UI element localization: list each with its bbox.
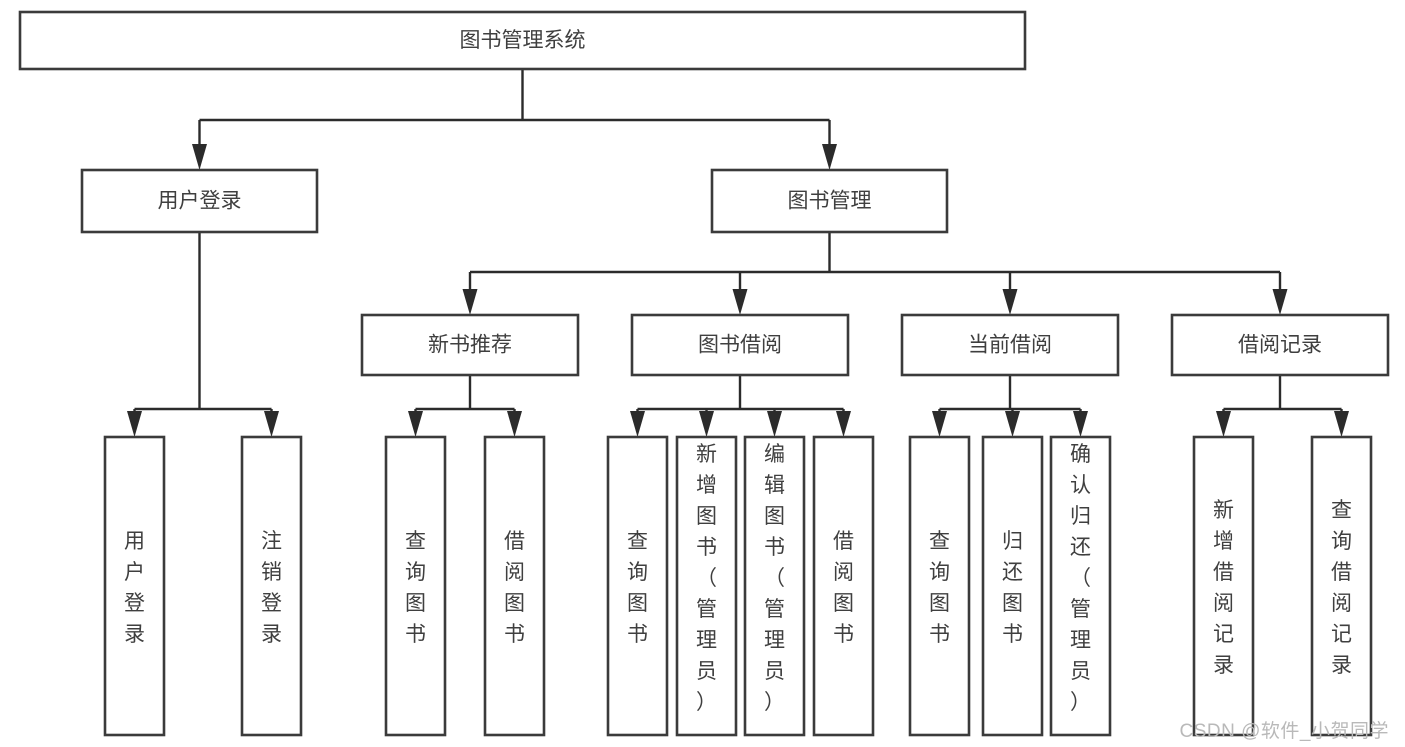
node-leaf-query-book-current[interactable]: 查询图书 — [908, 435, 971, 737]
node-label-root: 图书管理系统 — [460, 29, 586, 52]
node-leaf-edit-book[interactable]: 编辑图书（管理员） — [743, 435, 806, 737]
node-box-leaf-query-book-borrow[interactable] — [606, 435, 669, 737]
connector-arrowhead — [822, 144, 837, 170]
connector-group-current-borrow — [932, 375, 1088, 437]
connector-arrowhead — [732, 289, 748, 315]
node-label-leaf-add-borrow-record: 新增借阅记录 — [1213, 499, 1234, 677]
node-label-user-login: 用户登录 — [158, 190, 242, 213]
node-label-leaf-query-book-recommend: 查询图书 — [405, 530, 426, 646]
node-leaf-confirm-return[interactable]: 确认归还（管理员） — [1049, 435, 1112, 737]
node-box-current-borrow[interactable] — [900, 313, 1120, 377]
node-book-manage[interactable]: 图书管理 — [710, 168, 949, 234]
node-box-leaf-logout[interactable] — [240, 435, 303, 737]
node-label-leaf-confirm-return: 确认归还（管理员） — [1070, 443, 1091, 714]
node-box-leaf-query-book-recommend[interactable] — [384, 435, 447, 737]
connector-group-book-borrow — [630, 375, 851, 437]
connector-arrowhead — [264, 411, 279, 437]
connector-arrowhead — [1002, 289, 1018, 315]
connector-arrowhead — [1272, 289, 1288, 315]
node-borrow-record[interactable]: 借阅记录 — [1170, 313, 1390, 377]
node-leaf-user-login[interactable]: 用户登录 — [103, 435, 166, 737]
node-layer: 图书管理系统用户登录图书管理新书推荐图书借阅当前借阅借阅记录用户登录注销登录查询… — [18, 10, 1390, 737]
node-label-leaf-query-borrow-record: 查询借阅记录 — [1331, 499, 1352, 677]
node-box-leaf-add-borrow-record[interactable] — [1192, 435, 1255, 737]
node-label-current-borrow: 当前借阅 — [968, 334, 1052, 357]
node-book-borrow[interactable]: 图书借阅 — [630, 313, 850, 377]
node-label-book-borrow: 图书借阅 — [698, 334, 782, 357]
connector-group-new-book-recommend — [408, 375, 522, 437]
node-current-borrow[interactable]: 当前借阅 — [900, 313, 1120, 377]
connector-arrowhead — [767, 411, 782, 437]
connector-arrowhead — [1073, 411, 1088, 437]
connector-arrowhead — [507, 411, 522, 437]
node-box-leaf-return-book[interactable] — [981, 435, 1044, 737]
node-leaf-query-book-recommend[interactable]: 查询图书 — [384, 435, 447, 737]
node-label-leaf-borrow-book: 借阅图书 — [833, 530, 854, 646]
node-label-book-manage: 图书管理 — [788, 190, 872, 213]
node-label-leaf-edit-book: 编辑图书（管理员） — [764, 443, 785, 714]
connector-arrowhead — [127, 411, 142, 437]
connector-arrowhead — [192, 144, 207, 170]
node-user-login[interactable]: 用户登录 — [80, 168, 319, 234]
node-label-borrow-record: 借阅记录 — [1238, 334, 1322, 357]
node-label-leaf-return-book: 归还图书 — [1002, 530, 1023, 646]
node-box-root[interactable] — [18, 10, 1027, 71]
node-root[interactable]: 图书管理系统 — [18, 10, 1027, 71]
node-leaf-query-book-borrow[interactable]: 查询图书 — [606, 435, 669, 737]
connector-group-root — [192, 69, 837, 170]
node-leaf-add-borrow-record[interactable]: 新增借阅记录 — [1192, 435, 1255, 737]
node-label-leaf-user-login: 用户登录 — [124, 530, 145, 646]
node-box-leaf-add-book[interactable] — [675, 435, 738, 737]
connector-arrowhead — [630, 411, 645, 437]
node-label-leaf-logout: 注销登录 — [261, 530, 282, 646]
node-new-book-recommend[interactable]: 新书推荐 — [360, 313, 580, 377]
node-box-leaf-query-book-current[interactable] — [908, 435, 971, 737]
node-box-leaf-user-login[interactable] — [103, 435, 166, 737]
node-leaf-borrow-book[interactable]: 借阅图书 — [812, 435, 875, 737]
node-box-leaf-edit-book[interactable] — [743, 435, 806, 737]
connector-arrowhead — [932, 411, 947, 437]
connector-group-user-login — [127, 232, 279, 437]
node-box-leaf-borrow-book[interactable] — [812, 435, 875, 737]
connector-arrowhead — [1005, 411, 1020, 437]
node-leaf-return-book[interactable]: 归还图书 — [981, 435, 1044, 737]
connector-arrowhead — [836, 411, 851, 437]
node-box-new-book-recommend[interactable] — [360, 313, 580, 377]
node-box-book-manage[interactable] — [710, 168, 949, 234]
node-label-leaf-query-book-current: 查询图书 — [929, 530, 950, 646]
connector-arrowhead — [462, 289, 478, 315]
node-label-new-book-recommend: 新书推荐 — [428, 334, 512, 357]
node-box-book-borrow[interactable] — [630, 313, 850, 377]
connector-group-borrow-record — [1216, 375, 1349, 437]
connector-arrowhead — [1334, 411, 1349, 437]
node-label-leaf-query-book-borrow: 查询图书 — [627, 530, 648, 646]
node-leaf-logout[interactable]: 注销登录 — [240, 435, 303, 737]
node-box-borrow-record[interactable] — [1170, 313, 1390, 377]
connector-layer — [127, 69, 1349, 437]
connector-arrowhead — [699, 411, 714, 437]
node-label-leaf-add-book: 新增图书（管理员） — [696, 443, 717, 714]
connector-arrowhead — [1216, 411, 1231, 437]
node-box-leaf-confirm-return[interactable] — [1049, 435, 1112, 737]
connector-arrowhead — [408, 411, 423, 437]
node-leaf-borrow-book-recommend[interactable]: 借阅图书 — [483, 435, 546, 737]
node-box-user-login[interactable] — [80, 168, 319, 234]
node-leaf-add-book[interactable]: 新增图书（管理员） — [675, 435, 738, 737]
node-leaf-query-borrow-record[interactable]: 查询借阅记录 — [1310, 435, 1373, 737]
node-label-leaf-borrow-book-recommend: 借阅图书 — [504, 530, 525, 646]
node-box-leaf-borrow-book-recommend[interactable] — [483, 435, 546, 737]
connector-group-book-manage — [462, 232, 1288, 315]
node-box-leaf-query-borrow-record[interactable] — [1310, 435, 1373, 737]
